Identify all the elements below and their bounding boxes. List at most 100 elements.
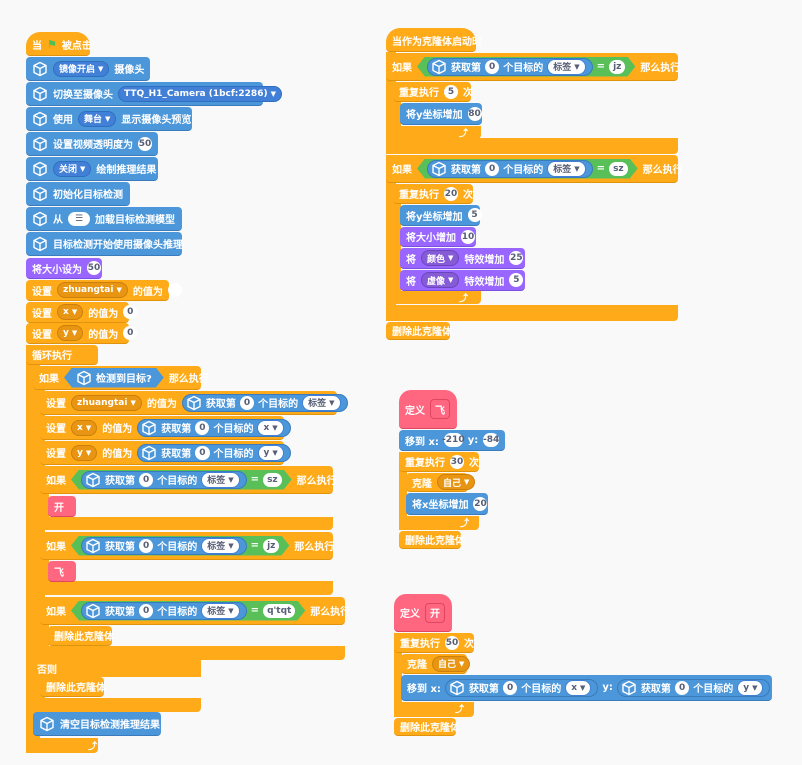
- property-dropdown[interactable]: y▼: [737, 679, 764, 696]
- repeat-count-input[interactable]: 30: [450, 454, 464, 469]
- change-y-block[interactable]: 将y坐标增加 80: [400, 103, 482, 125]
- change-y-block[interactable]: 将y坐标增加 5: [400, 205, 482, 226]
- property-dropdown[interactable]: 标签▼: [201, 603, 239, 619]
- compare-value-input[interactable]: jz: [609, 60, 625, 74]
- get-target-label-reporter[interactable]: 获取第 0 个目标的 标签▼: [81, 602, 247, 620]
- set-y-from-target-block[interactable]: 设置 y▼ 的值为 获取第 0 个目标的 y▼: [40, 441, 291, 465]
- property-dropdown[interactable]: 标签▼: [302, 394, 341, 411]
- create-clone-block[interactable]: 克隆 自己▼: [401, 654, 471, 674]
- get-target-y-reporter[interactable]: 获取第 0 个目标的 y▼: [616, 678, 771, 697]
- property-dropdown[interactable]: 标签▼: [201, 472, 239, 488]
- change-size-block[interactable]: 将大小增加 10: [400, 227, 476, 247]
- get-target-label-reporter[interactable]: 获取第 0 个目标的 标签▼: [81, 537, 247, 555]
- define-fei-hat[interactable]: 定义 飞: [399, 390, 457, 429]
- model-menu-icon[interactable]: ☰: [68, 211, 90, 226]
- equals-operator[interactable]: 获取第 0 个目标的 标签▼ = sz: [417, 159, 638, 179]
- call-kai-block[interactable]: 开: [48, 496, 76, 517]
- change-x-input[interactable]: 20: [473, 496, 488, 511]
- if-label-qtqt-block[interactable]: 如果 获取第 0 个目标的 标签▼ = q'tqt 那么执行: [40, 597, 350, 625]
- change-color-effect-block[interactable]: 将 颜色▼ 特效增加 25: [400, 248, 525, 269]
- define-kai-hat[interactable]: 定义 开: [394, 594, 452, 632]
- equals-operator[interactable]: 获取第 0 个目标的 标签▼ = jz: [71, 536, 289, 556]
- property-dropdown[interactable]: y▼: [257, 444, 284, 461]
- set-x-block[interactable]: 设置 x▼ 的值为 0: [26, 302, 138, 323]
- goto-xy-block[interactable]: 移到 x: 获取第 0 个目标的 x▼ y: 获取第 0 个目标的 y▼: [401, 675, 772, 701]
- compare-value-input[interactable]: sz: [609, 162, 628, 176]
- if-label-sz-block[interactable]: 如果 获取第 0 个目标的 标签▼ = sz 那么执行: [40, 466, 337, 494]
- goto-xy-block[interactable]: 移到 x: -210 y: -84: [399, 430, 505, 451]
- set-zhuangtai-label-block[interactable]: 设置 zhuangtai▼ 的值为 获取第 0 个目标的 标签▼: [40, 391, 348, 415]
- when-start-as-clone-hat[interactable]: 当作为克隆体启动时: [386, 28, 482, 52]
- zhuangtai-var-dropdown[interactable]: zhuangtai▼: [71, 394, 142, 411]
- get-target-label-reporter[interactable]: 获取第 0 个目标的 标签▼: [427, 58, 593, 76]
- target-index-input[interactable]: 0: [139, 539, 153, 553]
- target-index-input[interactable]: 0: [139, 473, 153, 487]
- when-flag-clicked-hat[interactable]: 当 ⚑ 被点击: [26, 32, 92, 56]
- change-x-block[interactable]: 将x坐标增加 20: [406, 493, 488, 515]
- effect-dropdown[interactable]: 虚像▼: [421, 272, 460, 288]
- y-var-dropdown[interactable]: y▼: [71, 444, 98, 461]
- clear-results-block[interactable]: 清空目标检测推理结果: [33, 712, 161, 736]
- target-index-input[interactable]: 0: [502, 680, 518, 695]
- get-target-x-reporter[interactable]: 获取第 0 个目标的 x▼: [137, 418, 291, 437]
- target-index-input[interactable]: 0: [485, 60, 499, 74]
- equals-operator[interactable]: 获取第 0 个目标的 标签▼ = sz: [71, 470, 292, 490]
- detected-target-reporter[interactable]: 检测到目标?: [64, 368, 164, 388]
- video-transparency-block[interactable]: 设置视频透明度为 50: [26, 132, 158, 156]
- delete-clone-block[interactable]: 删除此克隆体: [48, 626, 114, 646]
- set-y-block[interactable]: 设置 y▼ 的值为 0: [26, 323, 138, 344]
- change-y-input[interactable]: 5: [467, 208, 482, 222]
- get-target-x-reporter[interactable]: 获取第 0 个目标的 x▼: [444, 678, 599, 697]
- set-size-block[interactable]: 将大小设为 50: [26, 258, 102, 279]
- equals-operator[interactable]: 获取第 0 个目标的 标签▼ = jz: [417, 57, 635, 77]
- repeat-block[interactable]: 重复执行 5 次: [393, 82, 473, 102]
- x-var-dropdown[interactable]: x▼: [71, 419, 98, 436]
- clone-target-dropdown[interactable]: 自己▼: [432, 655, 471, 672]
- draw-results-block[interactable]: 关闭▼ 绘制推理结果: [26, 157, 158, 181]
- target-index-input[interactable]: 0: [195, 445, 210, 460]
- switch-camera-block[interactable]: 切换至摄像头 TTQ_H1_Camera (1bcf:2286)▼: [26, 82, 282, 106]
- repeat-count-input[interactable]: 20: [444, 186, 458, 201]
- repeat-block[interactable]: 重复执行 20 次: [393, 184, 473, 204]
- change-size-input[interactable]: 10: [461, 229, 475, 244]
- delete-clone-block[interactable]: 删除此克隆体: [394, 718, 460, 736]
- camera-dropdown[interactable]: TTQ_H1_Camera (1bcf:2286)▼: [118, 85, 282, 102]
- transparency-input[interactable]: 50: [138, 136, 152, 151]
- change-y-input[interactable]: 80: [467, 106, 482, 121]
- target-index-input[interactable]: 0: [485, 162, 499, 176]
- forever-block[interactable]: 循环执行: [26, 345, 98, 365]
- repeat-count-input[interactable]: 50: [445, 635, 459, 650]
- zhuangtai-value-input[interactable]: [167, 283, 182, 297]
- compare-value-input[interactable]: jz: [263, 539, 279, 553]
- get-target-y-reporter[interactable]: 获取第 0 个目标的 y▼: [137, 443, 291, 462]
- y-input[interactable]: -84: [482, 433, 500, 447]
- delete-clone-block[interactable]: 删除此克隆体: [386, 322, 452, 340]
- clone-target-dropdown[interactable]: 自己▼: [437, 474, 476, 490]
- if-label-sz-block[interactable]: 如果 获取第 0 个目标的 标签▼ = sz 那么执行: [386, 155, 683, 183]
- set-x-from-target-block[interactable]: 设置 x▼ 的值为 获取第 0 个目标的 x▼: [40, 416, 291, 440]
- effect-dropdown[interactable]: 颜色▼: [421, 250, 460, 266]
- property-dropdown[interactable]: x▼: [565, 679, 592, 696]
- x-value-input[interactable]: 0: [123, 305, 138, 319]
- effect-value-input[interactable]: 25: [509, 251, 524, 265]
- property-dropdown[interactable]: 标签▼: [201, 538, 239, 554]
- mirror-camera-block[interactable]: 镜像开启▼ 摄像头: [26, 57, 150, 81]
- delete-clone-block[interactable]: 删除此克隆体: [399, 531, 465, 549]
- use-stage-preview-block[interactable]: 使用 舞台▼ 显示摄像头预览: [26, 107, 192, 131]
- mirror-dropdown[interactable]: 镜像开启▼: [53, 60, 110, 77]
- if-detected-block[interactable]: 如果 检测到目标? 那么执行: [33, 366, 209, 390]
- target-index-input[interactable]: 0: [195, 420, 210, 435]
- if-label-jz-block[interactable]: 如果 获取第 0 个目标的 标签▼ = jz 那么执行: [40, 532, 334, 560]
- target-index-input[interactable]: 0: [139, 604, 153, 618]
- property-dropdown[interactable]: x▼: [257, 419, 284, 436]
- zhuangtai-var-dropdown[interactable]: zhuangtai▼: [57, 282, 128, 298]
- call-fei-block[interactable]: 飞: [48, 561, 76, 582]
- y-value-input[interactable]: 0: [123, 326, 138, 340]
- x-input[interactable]: -210: [442, 433, 465, 447]
- repeat-block[interactable]: 重复执行 50 次: [394, 633, 474, 653]
- repeat-count-input[interactable]: 5: [444, 84, 458, 99]
- repeat-block[interactable]: 重复执行 30 次: [399, 452, 479, 472]
- get-target-label-reporter[interactable]: 获取第 0 个目标的 标签▼: [427, 160, 593, 178]
- create-clone-block[interactable]: 克隆 自己▼: [406, 473, 476, 492]
- y-var-dropdown[interactable]: y▼: [57, 325, 84, 341]
